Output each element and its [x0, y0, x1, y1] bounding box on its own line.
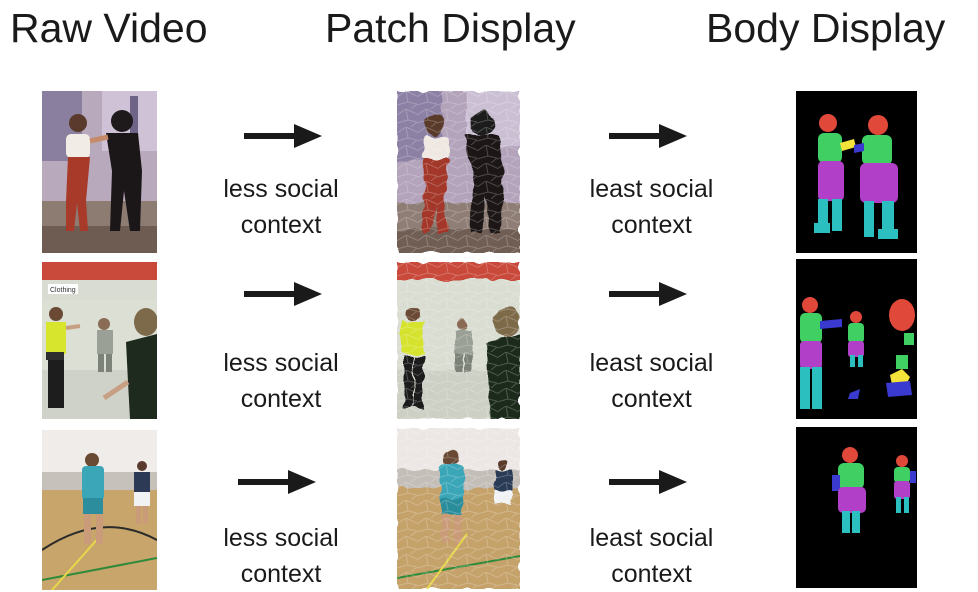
raw-video-frame-2: Clothing	[42, 262, 157, 419]
arrow-right-icon	[609, 470, 687, 494]
least-social-context-label-2: least social context	[564, 345, 739, 417]
label-line: context	[240, 560, 322, 588]
less-social-context-label-3: less social context	[196, 520, 366, 592]
header-body-display: Body Display	[706, 5, 946, 51]
label-line: least social	[589, 175, 714, 203]
least-social-context-label-1: least social context	[564, 171, 739, 243]
store-sign-text: Clothing	[50, 287, 76, 294]
patch-display-frame-3	[397, 428, 520, 589]
header-patch-display: Patch Display	[325, 5, 576, 51]
label-line: context	[611, 385, 692, 413]
raw-video-frame-1	[42, 91, 157, 253]
raw-video-frame-3	[42, 430, 157, 590]
label-line: context	[240, 211, 322, 239]
arrow-right-icon	[244, 282, 322, 306]
label-line: context	[240, 385, 322, 413]
body-display-frame-1	[796, 91, 917, 253]
label-line: less social	[223, 524, 339, 552]
arrow-right-icon	[238, 470, 316, 494]
body-display-frame-2	[796, 259, 917, 419]
header-raw-video: Raw Video	[10, 5, 208, 51]
label-line: less social	[223, 349, 339, 377]
label-line: least social	[589, 524, 714, 552]
arrow-right-icon	[244, 124, 322, 148]
arrow-right-icon	[609, 124, 687, 148]
least-social-context-label-3: least social context	[564, 520, 739, 592]
arrow-right-icon	[609, 282, 687, 306]
less-social-context-label-1: less social context	[196, 171, 366, 243]
patch-display-frame-1	[397, 91, 520, 253]
patch-display-frame-2	[397, 262, 520, 419]
label-line: least social	[589, 349, 714, 377]
label-line: context	[611, 560, 692, 588]
less-social-context-label-2: less social context	[196, 345, 366, 417]
body-display-frame-3	[796, 427, 917, 588]
label-line: less social	[223, 175, 339, 203]
label-line: context	[611, 211, 692, 239]
